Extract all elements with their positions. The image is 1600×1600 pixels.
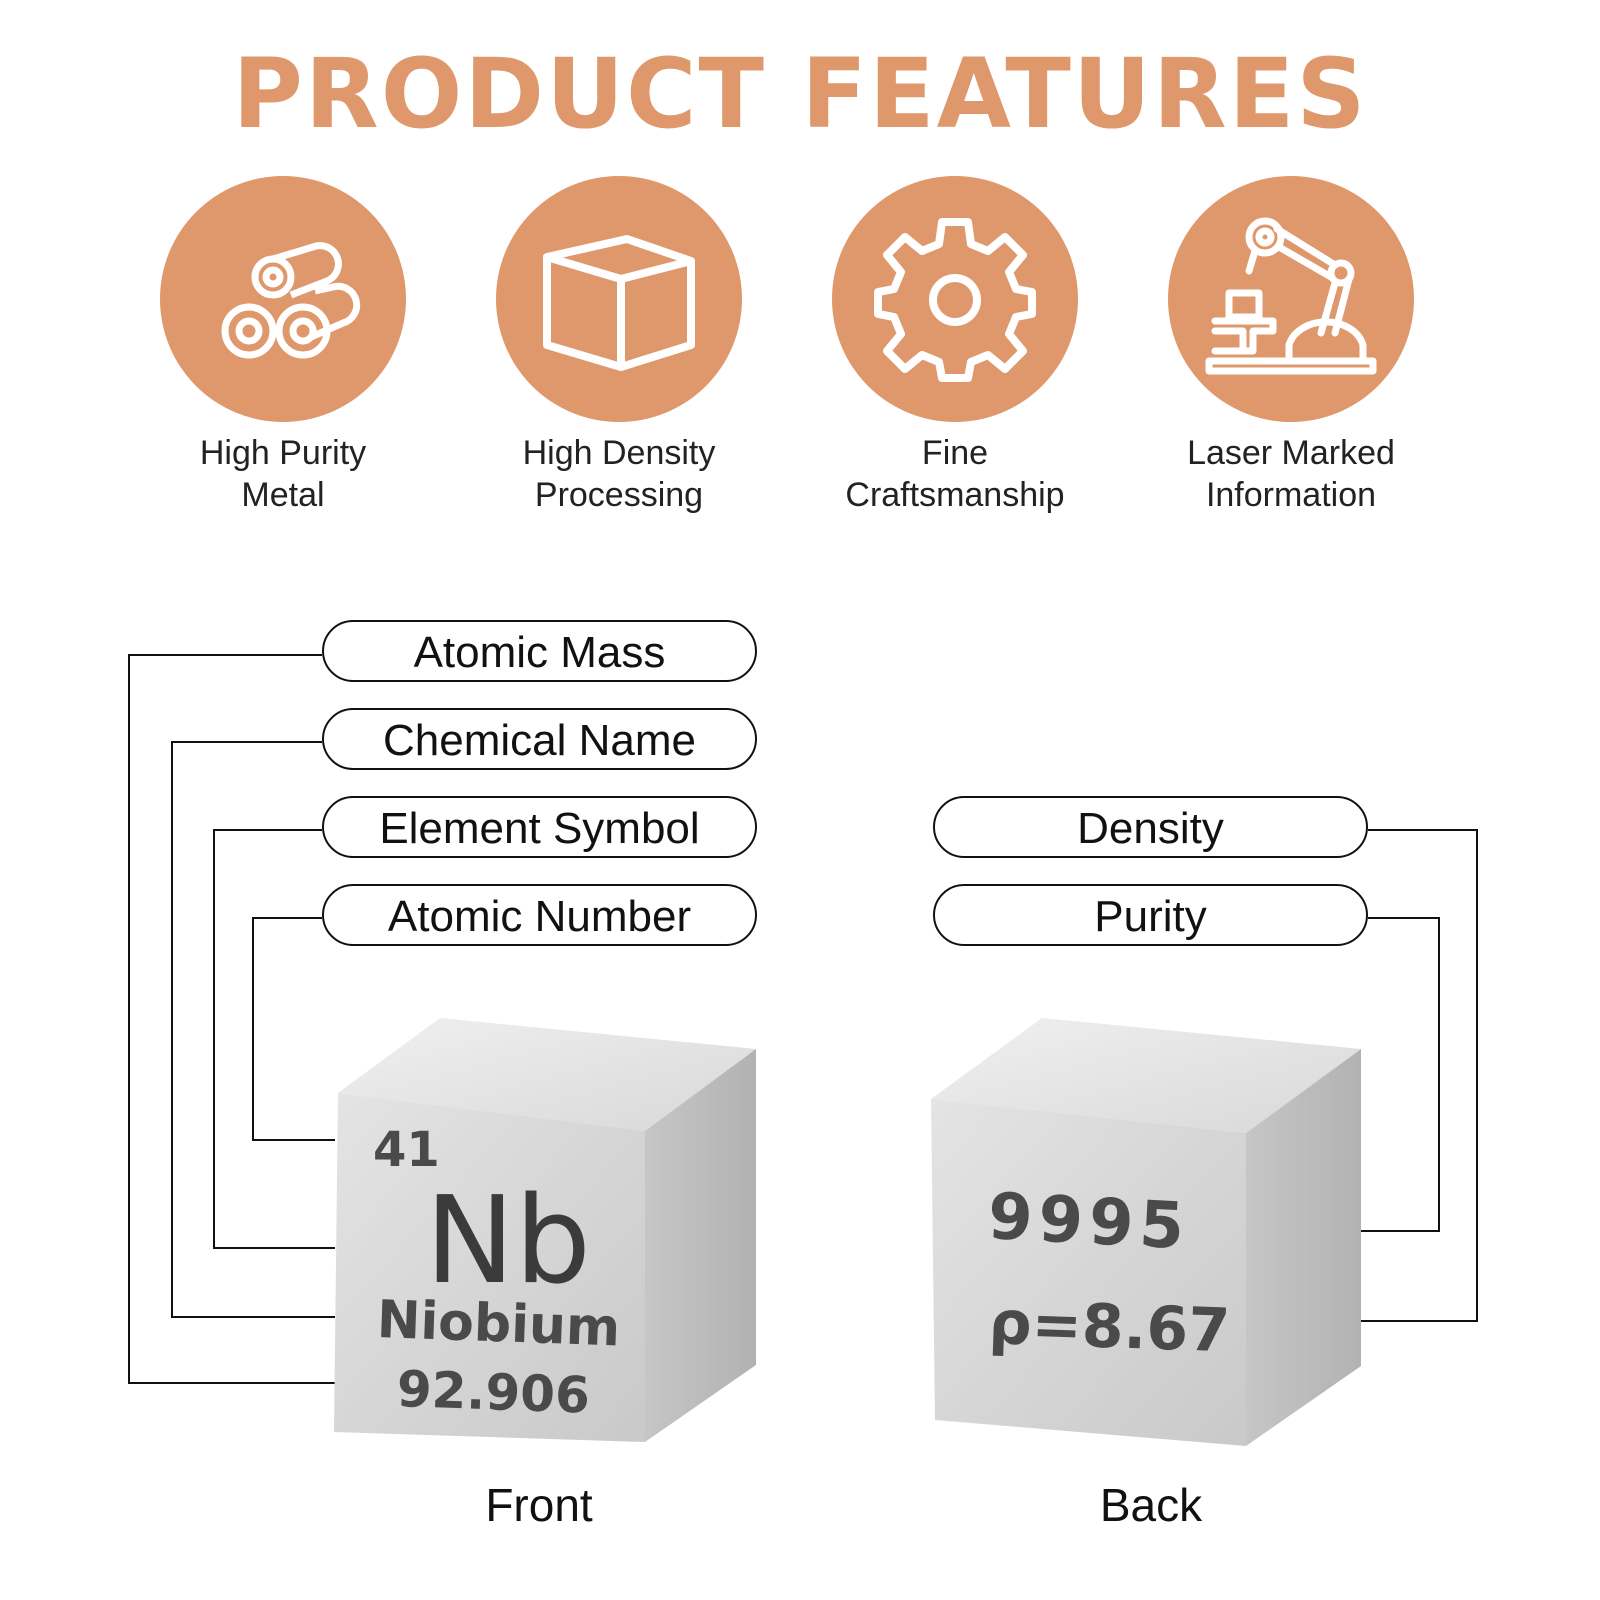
feature-label-line1: Laser Marked: [1187, 434, 1395, 472]
caption-front: Front: [485, 1479, 593, 1531]
label-atomic-number: Atomic Number: [322, 884, 757, 946]
feature-label-line2: Metal: [241, 476, 325, 514]
back-purity: 9995: [986, 1180, 1192, 1265]
feature-circle: [160, 176, 406, 422]
front-element-symbol: Nb: [425, 1172, 591, 1311]
back-cube-front-face: [931, 1099, 1246, 1446]
label-element-symbol: Element Symbol: [322, 796, 757, 858]
feature-label-line2: Information: [1205, 476, 1377, 514]
label-atomic-mass: Atomic Mass: [322, 620, 757, 682]
connector-chemical-name: [171, 741, 335, 1318]
caption-back: Back: [1099, 1479, 1203, 1531]
connector-atomic-mass: [128, 654, 335, 1384]
label-density: Density: [933, 796, 1368, 858]
gear-icon: [874, 218, 1036, 382]
metal-rolls-icon: [221, 242, 361, 359]
page-title: PRODUCT FEATURES: [232, 38, 1368, 150]
connector-element-symbol: [213, 829, 335, 1249]
feature-label-line2: Craftsmanship: [845, 476, 1065, 514]
feature-circle: [496, 176, 742, 422]
back-cube-side-face: [1246, 1049, 1361, 1446]
front-cube-side-face: [645, 1049, 756, 1442]
feature-circle: [832, 176, 1078, 422]
robot-arm-icon: [1205, 217, 1377, 375]
feature-label-line2: Processing: [534, 476, 704, 514]
back-cube-top-face: [931, 1018, 1361, 1133]
feature-fine-craftsmanship: Fine Craftsmanship: [830, 176, 1080, 516]
front-atomic-number: 41: [373, 1122, 440, 1178]
feature-laser-marked-information: Laser Marked Information: [1166, 176, 1416, 516]
label-chemical-name: Chemical Name: [322, 708, 757, 770]
front-cube-front-face: [334, 1093, 645, 1442]
feature-label-line1: High Purity: [199, 434, 367, 472]
feature-label-line1: Fine: [921, 434, 989, 472]
feature-label-line1: High Density: [522, 434, 716, 472]
feature-high-density-processing: High Density Processing: [494, 176, 744, 516]
back-density: ρ=8.67: [987, 1288, 1232, 1367]
feature-high-purity-metal: High Purity Metal: [158, 176, 408, 516]
cube-icon: [543, 235, 695, 371]
front-cube-top-face: [338, 1018, 756, 1131]
feature-circle: [1168, 176, 1414, 422]
connector-atomic-number: [252, 917, 335, 1141]
label-purity: Purity: [933, 884, 1368, 946]
